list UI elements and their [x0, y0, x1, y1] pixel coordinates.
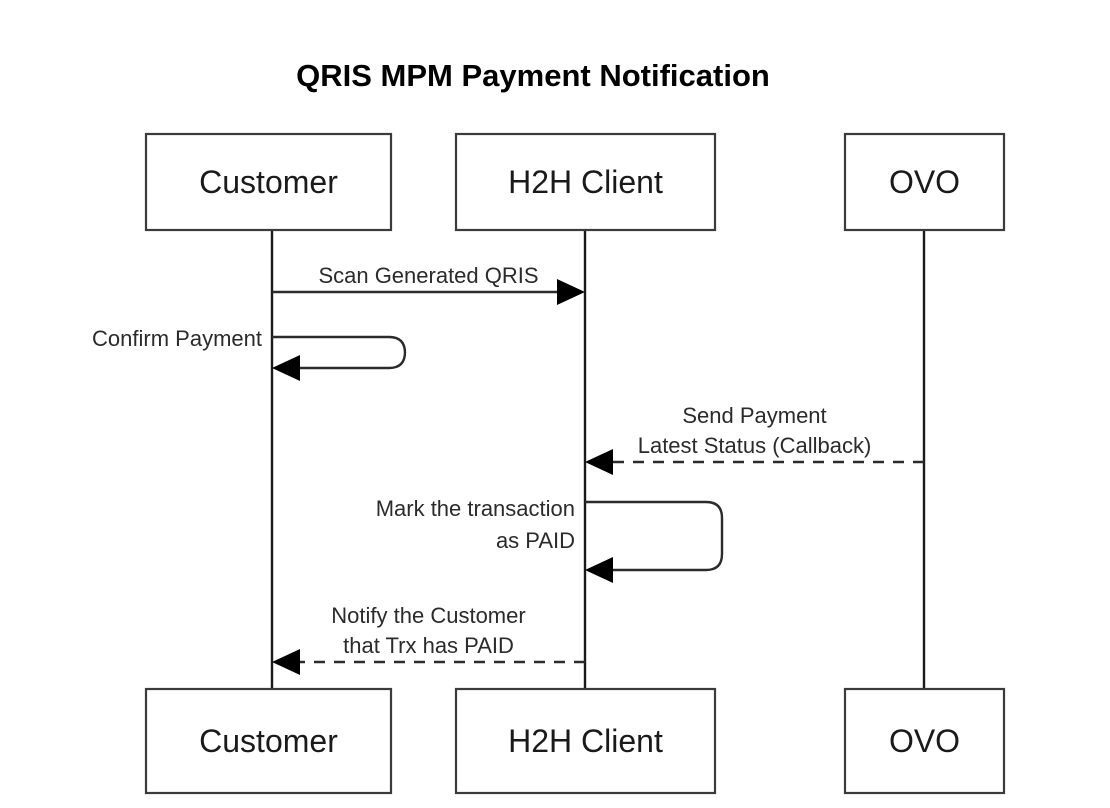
message-label-mark-transaction-as-paid-line2: as PAID: [496, 528, 575, 553]
message-label-notify-customer-trx-paid-line2: that Trx has PAID: [343, 633, 514, 658]
actor-box-customer-head[interactable]: [144, 132, 393, 232]
actor-box-customer-foot[interactable]: [144, 687, 393, 795]
actor-label-ovo-foot: OVO: [889, 723, 960, 759]
arrow-head-mark-transaction-as-paid: [585, 557, 613, 583]
message-confirm-payment[interactable]: Confirm Payment: [92, 326, 407, 381]
actor-box-h2h-head[interactable]: [454, 132, 717, 232]
message-mark-transaction-as-paid[interactable]: Mark the transaction as PAID: [376, 496, 724, 583]
message-label-mark-transaction-as-paid-line1: Mark the transaction: [376, 496, 575, 521]
message-notify-customer-trx-paid[interactable]: Notify the Customer that Trx has PAID: [272, 603, 585, 675]
lifelines-group: [270, 230, 926, 689]
diagram-title: QRIS MPM Payment Notification: [296, 58, 770, 93]
message-label-notify-customer-trx-paid-line1: Notify the Customer: [331, 603, 525, 628]
actor-label-customer-foot: Customer: [199, 723, 338, 759]
actor-label-ovo-head: OVO: [889, 164, 960, 200]
head-actors-group: Customer H2H Client OVO: [144, 132, 1006, 232]
arrow-head-confirm-payment: [272, 355, 300, 381]
message-label-send-payment-latest-status-callback-line2: Latest Status (Callback): [638, 433, 872, 458]
actor-box-ovo-head[interactable]: [843, 132, 1006, 232]
self-loop-path-confirm-payment: [272, 335, 407, 370]
message-scan-generated-qris[interactable]: Scan Generated QRIS: [272, 263, 585, 305]
message-label-send-payment-latest-status-callback-line1: Send Payment: [682, 403, 826, 428]
message-label-confirm-payment-line1: Confirm Payment: [92, 326, 262, 351]
message-label-scan-generated-qris-line1: Scan Generated QRIS: [318, 263, 538, 288]
self-loop-path-mark-transaction-as-paid: [585, 500, 724, 572]
actor-box-h2h-foot[interactable]: [454, 687, 717, 795]
arrow-head-send-payment-latest-status-callback: [585, 449, 613, 475]
actor-label-h2h-head: H2H Client: [508, 164, 663, 200]
foot-actors-group: Customer H2H Client OVO: [144, 687, 1006, 795]
actor-label-h2h-foot: H2H Client: [508, 723, 663, 759]
arrow-head-notify-customer-trx-paid: [272, 649, 300, 675]
arrow-head-scan-generated-qris: [557, 279, 585, 305]
actor-label-customer-head: Customer: [199, 164, 338, 200]
actor-box-ovo-foot[interactable]: [843, 687, 1006, 795]
